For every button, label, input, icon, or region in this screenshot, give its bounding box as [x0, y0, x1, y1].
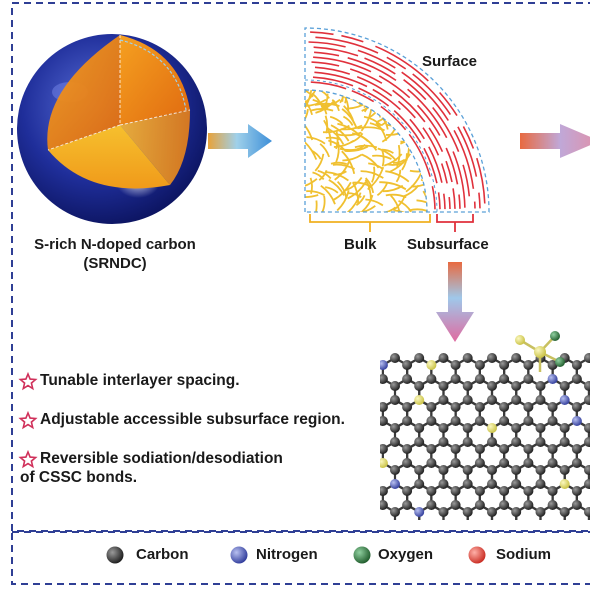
legend-frame	[11, 531, 590, 585]
srndc-sphere	[17, 34, 207, 224]
sphere-label-line2: (SRNDC)	[83, 255, 147, 272]
bulk-label: Bulk	[344, 236, 377, 253]
feature-3-line2: of CSSC bonds.	[20, 469, 138, 486]
surface-label: Surface	[422, 53, 478, 70]
feature-2: Adjustable accessible subsurface region.	[40, 411, 345, 428]
legend-nitrogen: Nitrogen	[256, 546, 318, 563]
carbon-sheet	[380, 331, 590, 520]
legend-oxygen: Oxygen	[378, 546, 434, 563]
legend-nitrogen-ball	[230, 546, 248, 564]
feature-1: Tunable interlayer spacing.	[40, 372, 240, 389]
legend-sodium: Sodium	[496, 546, 551, 563]
subsurface-bracket	[436, 214, 474, 232]
sphere-label-line1: S-rich N-doped carbon	[34, 236, 196, 253]
legend-oxygen-ball	[353, 546, 371, 564]
legend-carbon: Carbon	[136, 546, 189, 563]
legend-carbon-ball	[106, 546, 124, 564]
legend-sodium-ball	[468, 546, 486, 564]
arrow-right-2	[520, 124, 590, 158]
subsurface-label: Subsurface	[407, 236, 489, 253]
feature-stars	[18, 371, 38, 469]
feature-3-line1: Reversible sodiation/desodiation	[40, 450, 283, 467]
bulk-bracket	[309, 214, 431, 232]
arrow-down	[436, 262, 474, 342]
arrow-right-1	[208, 124, 272, 158]
